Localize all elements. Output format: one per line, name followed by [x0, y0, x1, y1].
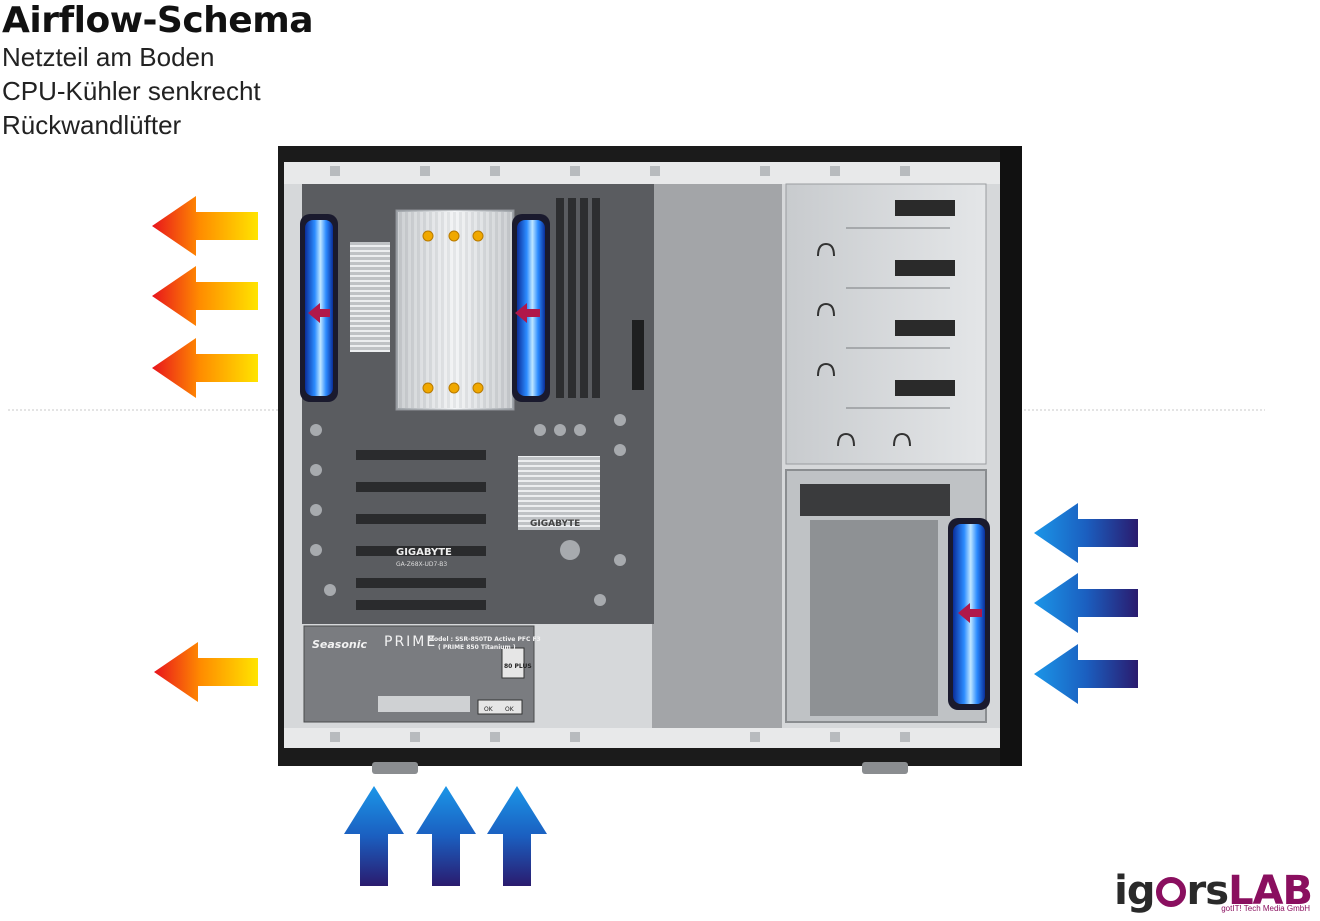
psu-brand: Seasonic	[312, 638, 368, 651]
intake-arrow-bottom	[487, 786, 547, 886]
case-bottom-rail	[284, 728, 1000, 748]
logo-text-left: ig	[1114, 868, 1155, 914]
logo-tagline: gotIT! Tech Media GmbH	[1221, 904, 1310, 913]
drive-cage	[785, 183, 987, 465]
logo-text-lab: LAB	[1228, 868, 1313, 914]
psu-model-line1: Model : SSR-850TD Active PFC F3	[428, 636, 541, 643]
diagram-title: Airflow-Schema	[2, 0, 314, 41]
front-intake-fan	[948, 518, 990, 710]
psu-ok-off: OK	[484, 706, 494, 713]
exhaust-arrow	[152, 266, 258, 326]
intake-arrow-front	[1034, 644, 1138, 704]
exhaust-arrow	[152, 196, 258, 256]
motherboard-model-label: GA-Z68X-UD7-B3	[396, 561, 447, 568]
cpu-cooler	[395, 209, 515, 411]
intake-arrow-bottom	[416, 786, 476, 886]
case-foot-left	[372, 762, 418, 774]
psu-ok-on: OK	[505, 706, 515, 713]
chipset-heatsink-label: GIGABYTE	[530, 519, 580, 529]
case-top-rail	[284, 162, 1000, 184]
mainboard-tray	[652, 184, 782, 728]
intake-arrow-front	[1034, 503, 1138, 563]
fan-direction-arrow-left	[308, 303, 330, 323]
intake-arrow-front	[1034, 573, 1138, 633]
case-front-panel	[1000, 146, 1022, 766]
fan-direction-arrow-right	[515, 303, 540, 323]
psu-series: PRIME	[384, 634, 437, 650]
motherboard-brand-label: GIGABYTE	[396, 547, 452, 558]
case-foot-right	[862, 762, 908, 774]
exhaust-arrow-psu	[154, 642, 258, 702]
intake-arrow-bottom	[344, 786, 404, 886]
logo-ring-icon	[1155, 877, 1186, 907]
exhaust-arrow	[152, 338, 258, 398]
psu-80plus-badge: 80 PLUS	[504, 663, 532, 670]
cooler-fan-right	[512, 214, 550, 402]
subtitle-rear-fan: Rückwandlüfter	[2, 110, 182, 140]
psu	[303, 625, 535, 723]
logo-text-mid: rs	[1186, 868, 1230, 914]
subtitle-psu: Netzteil am Boden	[2, 42, 215, 72]
subtitle-cooler: CPU-Kühler senkrecht	[2, 76, 261, 106]
psu-model-line2: ( PRIME 850 Titanium )	[438, 644, 516, 651]
